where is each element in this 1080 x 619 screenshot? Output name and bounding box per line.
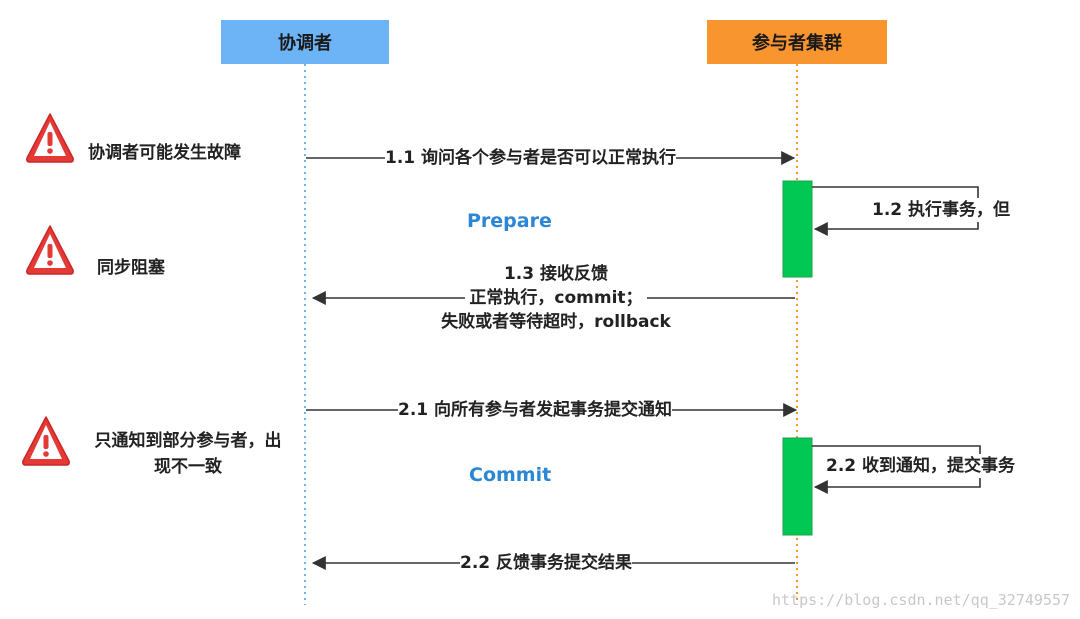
warning-triangle-icon: [26, 225, 74, 275]
watermark: https://blog.csdn.net/qq_32749557: [771, 591, 1070, 609]
phase-commit: Commit: [469, 464, 552, 486]
participants-actor-label: 参与者集群: [752, 33, 842, 54]
activation-bar-commit: [782, 437, 813, 536]
coordinator-actor-label: 协调者: [278, 33, 332, 54]
warning-triangle-icon: [26, 113, 74, 163]
warning-text-inconsistency-line1: 只通知到部分参与者，出: [94, 431, 282, 451]
phase-prepare: Prepare: [467, 210, 552, 232]
participants-actor: 参与者集群: [707, 20, 887, 64]
message-2-2b: 2.2 反馈事务提交结果: [460, 551, 633, 575]
message-1-3-line1: 1.3 接收反馈: [503, 262, 609, 286]
activation-bar-prepare: [782, 180, 813, 278]
warning-text-inconsistency: 只通知到部分参与者，出 现不一致: [82, 428, 294, 480]
message-1-3-line2: 正常执行，commit；: [465, 286, 647, 310]
message-2-2a: 2.2 收到通知，提交事务: [826, 454, 1016, 478]
message-2-1: 2.1 向所有参与者发起事务提交通知: [398, 398, 673, 422]
message-1-1: 1.1 询问各个参与者是否可以正常执行: [385, 146, 677, 170]
warning-text-sync-blocking: 同步阻塞: [97, 258, 165, 278]
message-1-2: 1.2 执行事务，但: [872, 198, 1011, 222]
coordinator-actor: 协调者: [221, 20, 389, 64]
message-1-3-line3: 失败或者等待超时，rollback: [441, 310, 671, 334]
message-2-2a-clip: 2.2 收到通知，提交事务: [826, 454, 1026, 482]
warning-triangle-icon: [22, 416, 70, 466]
message-1-3: 1.3 接收反馈 正常执行，commit； 失败或者等待超时，rollback: [428, 262, 684, 334]
warning-text-inconsistency-line2: 现不一致: [154, 457, 222, 477]
warning-text-coordinator-failure: 协调者可能发生故障: [88, 143, 241, 163]
